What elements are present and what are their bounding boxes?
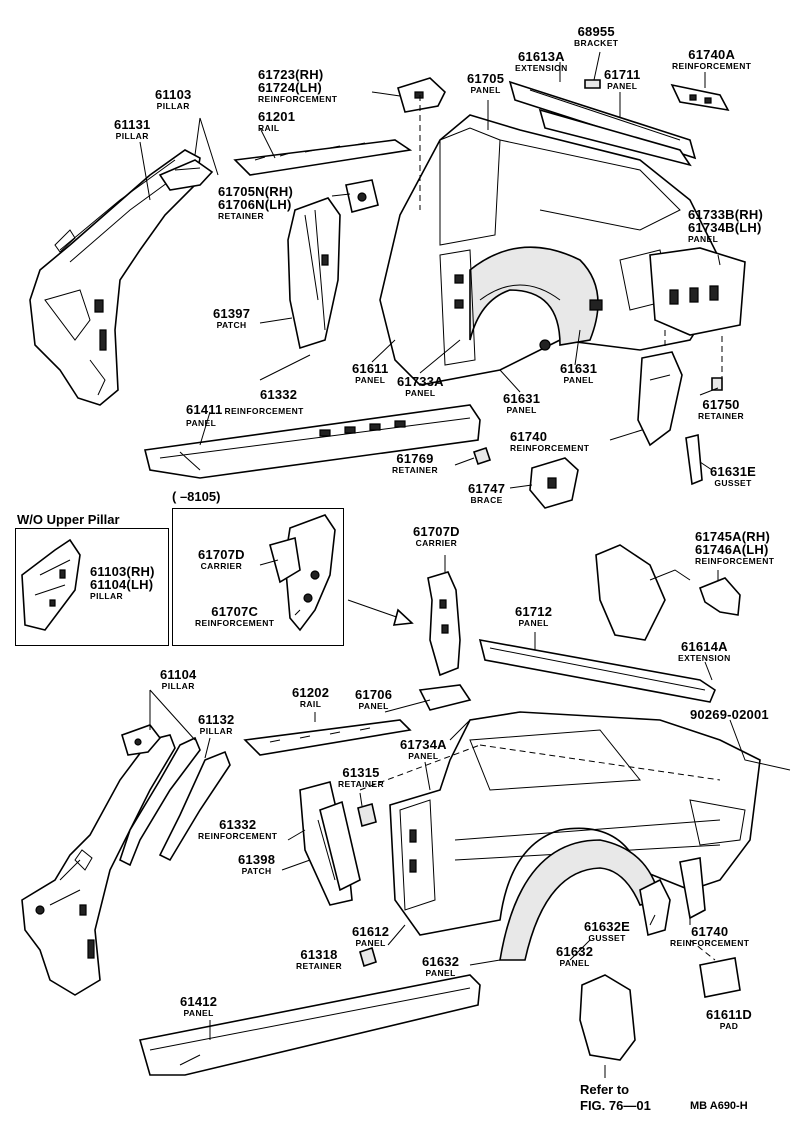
reinforcement-61740-bottom-drawing <box>679 857 706 920</box>
range-label: ( –8105) <box>172 489 221 504</box>
label-90269: 90269-02001 <box>690 707 769 722</box>
panel-61733b-drawing <box>649 247 746 336</box>
gusset-61632e-drawing <box>639 878 671 937</box>
retainer-61315-drawing <box>357 802 377 828</box>
inset-box-drawing <box>21 538 81 631</box>
refer-line1: Refer to <box>580 1082 630 1097</box>
pillar-61104-bottom-drawing <box>21 734 176 996</box>
range-box <box>172 508 344 646</box>
leader-lines-bottom <box>149 689 791 1078</box>
quarter-panel-top-drawing <box>379 114 721 386</box>
rail-61201-drawing <box>233 139 413 176</box>
rail-bottom-extension-drawing <box>418 684 472 711</box>
rail-61202-drawing <box>243 719 412 756</box>
pillar-61131-drawing <box>29 149 201 406</box>
gusset-61631e-drawing <box>685 433 703 486</box>
label-61103b: 61103(RH)61104(LH)PILLAR <box>90 564 155 601</box>
range-box-drawing <box>259 514 336 632</box>
diagram-code: MB A690-H <box>690 1100 748 1112</box>
pillar-61103-drawing <box>158 159 214 191</box>
brace-61747-drawing <box>529 457 579 509</box>
extension-61613a-drawing <box>508 80 697 160</box>
panel-61711-drawing <box>538 108 692 167</box>
pad-61611d-drawing <box>699 957 741 998</box>
leader-lines-top <box>139 51 723 489</box>
panel-61712-drawing <box>478 632 716 703</box>
pillar-61132-drawing <box>119 736 231 867</box>
reinforcement-61745a-drawing <box>698 570 741 616</box>
quarter-panel-bottom-drawing <box>389 711 761 961</box>
reinforcement-61740-top-drawing <box>637 351 683 447</box>
patch-61397-drawing <box>287 197 341 350</box>
label-61733b: 61733B(RH)61734B(LH)PANEL <box>688 207 763 244</box>
label-61745a: 61745A(RH)61746A(LH)REINFORCEMENT <box>695 529 775 566</box>
retainer-61705n-drawing <box>345 179 379 213</box>
retainer-61750-drawing <box>711 377 723 391</box>
label-61705n: 61705N(RH)61706N(LH)RETAINER <box>218 184 293 221</box>
reinforcement-61740a-drawing <box>670 83 730 112</box>
mudguard-top-drawing <box>595 544 691 641</box>
refer-line2: FIG. 76—01 <box>580 1098 651 1113</box>
label-61332: 61332 <box>260 387 298 402</box>
pillar-61104-small-drawing <box>121 724 162 756</box>
label-61723: 61723(RH)61724(LH)REINFORCEMENT <box>258 67 338 104</box>
reinforcement-61332-bottom-drawing <box>299 781 361 906</box>
arrow-shape <box>347 599 414 626</box>
panel-61411-drawing <box>144 404 481 479</box>
reinforcement-61723-drawing <box>397 77 446 113</box>
mudguard-bottom-drawing <box>579 974 636 1061</box>
extension-61614a-drawing <box>704 661 713 681</box>
inset-box <box>15 528 169 646</box>
retainer-61769-drawing <box>472 446 492 466</box>
bracket-68955-drawing <box>584 79 601 89</box>
retainer-61318-drawing <box>359 946 377 968</box>
inset-title: W/O Upper Pillar <box>17 512 120 527</box>
carrier-61707d-drawing <box>427 555 461 677</box>
panel-61412-drawing <box>138 974 481 1076</box>
